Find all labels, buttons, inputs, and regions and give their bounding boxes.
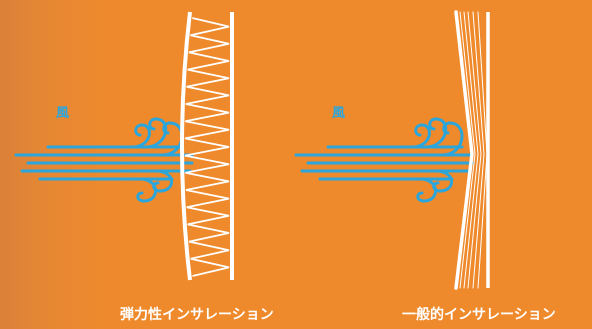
elastic-insulation-caption: 弾力性インサレーション [120,307,274,323]
elastic-wind-gust [14,117,194,203]
common-insulation-caption: 一般的インサレーション [402,307,556,323]
common-wind-label: 風 [332,106,346,121]
elastic-wind-label: 風 [56,106,70,121]
elastic-outer-barrier [180,11,192,281]
zigzag-elastic-insulation-icon [184,17,230,277]
compressed-common-insulation-icon [454,10,488,290]
common-wind-gust [294,117,474,203]
